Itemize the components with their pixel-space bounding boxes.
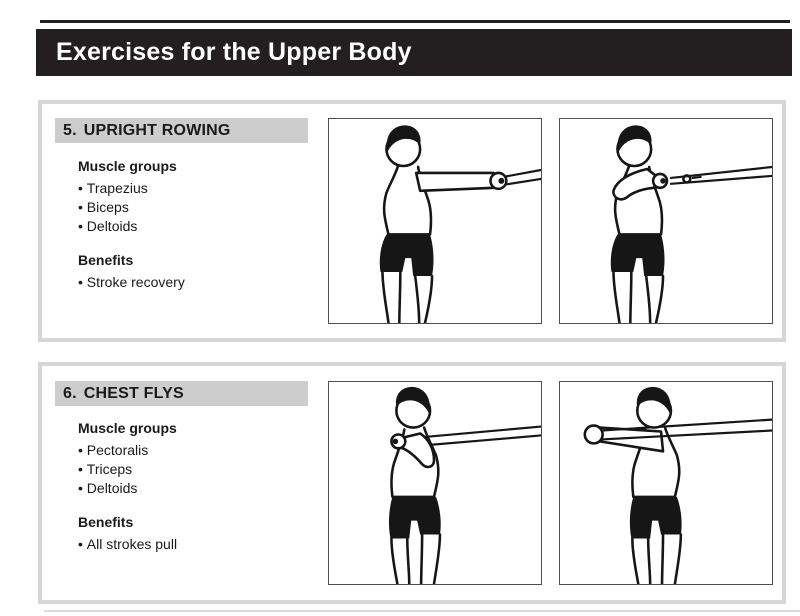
page-title: Exercises for the Upper Body [56,38,412,66]
benefits-label: Benefits [78,252,134,268]
muscle-group-item: Deltoids [78,217,313,236]
exercise-card-upright-rowing: 5. UPRIGHT ROWING Muscle groups Trapeziu… [38,100,786,342]
section-heading: 5. UPRIGHT ROWING [55,118,308,143]
upright-rowing-start-panel [328,118,542,324]
muscle-group-item: Trapezius [78,179,313,198]
chest-flys-start-panel [328,381,542,585]
upright-rowing-finish-panel [559,118,773,324]
exercise-info: Muscle groups Pectoralis Triceps Deltoid… [78,419,313,554]
upright-rowing-finish-figure-icon [610,125,772,323]
muscle-group-item: Pectoralis [78,441,313,460]
benefit-item: Stroke recovery [78,273,313,292]
page-title-bar: Exercises for the Upper Body [36,29,792,76]
section-title: UPRIGHT ROWING [83,121,231,139]
exercise-card-chest-flys: 6. CHEST FLYS Muscle groups Pectoralis T… [38,362,786,604]
muscle-group-item: Triceps [78,460,313,479]
section-number: 6. [63,384,77,402]
muscle-groups-label: Muscle groups [78,420,177,436]
muscle-group-item: Biceps [78,198,313,217]
chest-flys-finish-figure-icon [583,386,772,584]
muscle-groups-label: Muscle groups [78,158,177,174]
benefits-list: All strokes pull [78,535,313,554]
section-number: 5. [63,121,77,139]
benefits-list: Stroke recovery [78,273,313,292]
muscle-groups-list: Pectoralis Triceps Deltoids [78,441,313,498]
page-bottom-rule [44,610,800,612]
muscle-groups-list: Trapezius Biceps Deltoids [78,179,313,236]
chest-flys-finish-panel [559,381,773,585]
section-title: CHEST FLYS [83,384,184,402]
upright-rowing-start-figure-icon [379,125,541,323]
chest-flys-start-figure-icon [388,386,541,584]
top-rule [40,20,790,23]
muscle-group-item: Deltoids [78,479,313,498]
exercise-info: Muscle groups Trapezius Biceps Deltoids … [78,157,313,292]
benefit-item: All strokes pull [78,535,313,554]
benefits-label: Benefits [78,514,134,530]
section-heading: 6. CHEST FLYS [55,381,308,406]
